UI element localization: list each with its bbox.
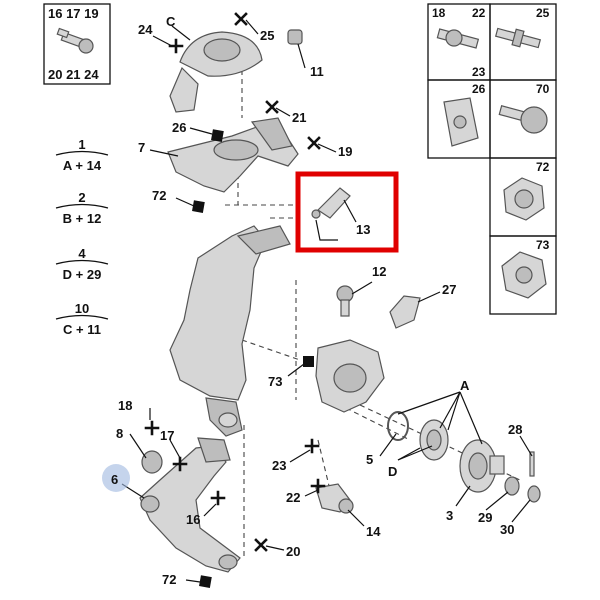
callout-29: 29 xyxy=(478,510,492,525)
grid-label-73: 73 xyxy=(536,238,550,252)
callout-28: 28 xyxy=(508,422,522,437)
fastener-box-top-numbers: 16 17 19 xyxy=(48,6,99,21)
callout-14: 14 xyxy=(366,524,381,539)
bolt-icon xyxy=(56,27,94,54)
ball-joint-14 xyxy=(315,483,354,514)
assembly-guide-lines xyxy=(225,70,521,560)
leader-lines xyxy=(121,19,533,583)
svg-text:4: 4 xyxy=(78,246,86,261)
cross-icon xyxy=(210,490,226,506)
callout-13: 13 xyxy=(356,222,370,237)
grid-label-22: 22 xyxy=(472,6,486,20)
grid-label-23: 23 xyxy=(472,65,486,79)
callout-16: 16 xyxy=(186,512,200,527)
grid-label-26: 26 xyxy=(472,82,486,96)
grid-label-25: 25 xyxy=(536,6,550,20)
callouts: C 24 25 11 26 21 7 19 72 12 27 73 A 18 8… xyxy=(111,14,522,587)
callout-D: D xyxy=(388,464,397,479)
upper-wishbone xyxy=(167,117,299,193)
legend-item: 10 C + 11 xyxy=(55,301,109,337)
legend-item: 2 B + 12 xyxy=(55,190,109,226)
stud-icon xyxy=(436,28,480,49)
wheel-stud-28 xyxy=(529,451,535,477)
cross-icon xyxy=(265,100,279,114)
svg-text:D + 29: D + 29 xyxy=(63,267,102,282)
callout-6: 6 xyxy=(111,472,118,487)
callout-7: 7 xyxy=(138,140,145,155)
cross-icon xyxy=(307,136,321,150)
callout-26: 26 xyxy=(172,120,186,135)
fastener-box-bottom-numbers: 20 21 24 xyxy=(48,67,99,82)
screw-icon xyxy=(498,105,548,134)
clip-nut-icon xyxy=(443,97,479,147)
callout-C: C xyxy=(166,14,176,29)
legend-item: 1 A + 14 xyxy=(55,137,109,173)
callout-73: 73 xyxy=(268,374,282,389)
callout-25: 25 xyxy=(260,28,274,43)
fastener-box-left: 16 17 19 20 21 24 xyxy=(43,3,111,85)
pin-13-icon xyxy=(311,187,351,219)
callout-A: A xyxy=(460,378,470,393)
cross-icon xyxy=(172,456,188,472)
cross-icon xyxy=(254,538,268,552)
grid-label-18: 18 xyxy=(432,6,446,20)
circlip-5 xyxy=(387,411,409,441)
fastener-grid: 18 22 23 25 26 70 72 73 xyxy=(427,3,557,315)
cross-icon xyxy=(144,420,160,436)
square-markers xyxy=(192,129,314,588)
flange-nut-icon xyxy=(503,177,545,221)
callout-23: 23 xyxy=(272,458,286,473)
svg-text:A + 14: A + 14 xyxy=(63,158,102,173)
strut-top-mount xyxy=(169,31,263,113)
bushing-8 xyxy=(141,450,163,474)
wheel-bearing xyxy=(419,419,449,461)
callout-17: 17 xyxy=(160,428,174,443)
callout-27: 27 xyxy=(442,282,456,297)
ball-joint-12 xyxy=(336,285,354,317)
knuckle-carrier xyxy=(169,225,291,437)
svg-text:C + 11: C + 11 xyxy=(63,322,101,337)
hub-nut-30 xyxy=(527,485,541,503)
callout-18: 18 xyxy=(118,398,132,413)
callout-20: 20 xyxy=(286,544,300,559)
wheel-hub xyxy=(459,439,505,493)
selection-circle-6[interactable] xyxy=(102,464,130,492)
callout-5: 5 xyxy=(366,452,373,467)
bushing-11 xyxy=(287,29,303,45)
callout-22: 22 xyxy=(286,490,300,505)
callout-24: 24 xyxy=(138,22,153,37)
callout-12: 12 xyxy=(372,264,386,279)
dust-shield-27 xyxy=(389,295,421,329)
grid-label-72: 72 xyxy=(536,160,550,174)
callout-30: 30 xyxy=(500,522,514,537)
callout-72: 72 xyxy=(152,188,166,203)
svg-text:B + 12: B + 12 xyxy=(63,211,102,226)
legend-item: 4 D + 29 xyxy=(55,246,109,282)
svg-text:2: 2 xyxy=(78,190,85,205)
callout-72: 72 xyxy=(162,572,176,587)
lower-control-arm xyxy=(139,437,241,573)
callout-19: 19 xyxy=(338,144,352,159)
steering-knuckle xyxy=(315,339,385,413)
callout-11: 11 xyxy=(310,64,324,79)
cross-icon xyxy=(304,438,320,454)
hub-nut-29 xyxy=(504,476,520,496)
callout-3: 3 xyxy=(446,508,453,523)
svg-text:1: 1 xyxy=(78,137,85,152)
svg-text:10: 10 xyxy=(75,301,89,316)
cross-icon xyxy=(234,12,248,26)
callout-8: 8 xyxy=(116,426,123,441)
callout-21: 21 xyxy=(292,110,306,125)
grid-label-70: 70 xyxy=(536,82,550,96)
highlight-box-13[interactable]: 13 xyxy=(295,171,399,253)
legend: 1 A + 14 2 B + 12 4 D + 29 10 C + 11 xyxy=(55,137,109,337)
hex-nut-icon xyxy=(501,251,547,299)
bolt-icon xyxy=(494,27,542,49)
